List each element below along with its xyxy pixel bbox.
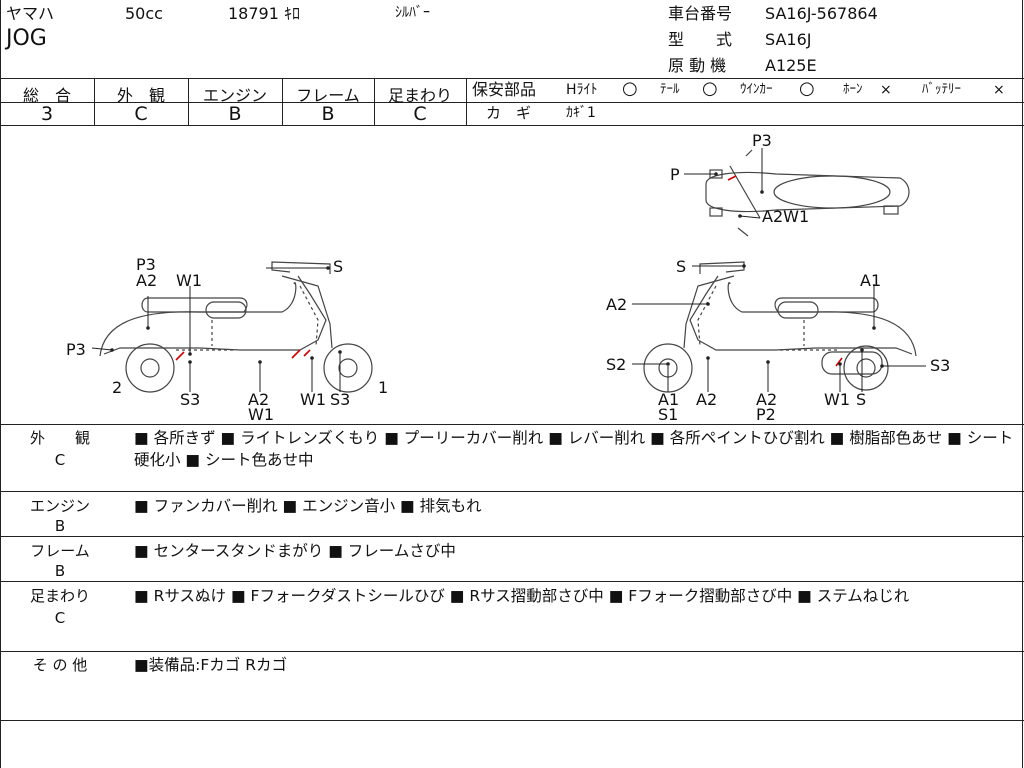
frame-no-label: 車台番号 [668,4,733,23]
safety-mark-battery: × [993,82,1005,98]
grade-value-frame: B [321,103,335,125]
safety-item-battery: ﾊﾞｯﾃﾘｰ [922,82,961,97]
maker: ヤマハ [6,4,55,23]
section-label: 足まわり [29,587,90,605]
divider [466,102,1024,103]
diagram-label: W1 [248,405,274,424]
divider [94,78,95,125]
section-grade: B [54,517,66,535]
diagram-label: S [676,257,686,276]
grade-label-suspension: 足まわり [387,86,452,105]
divider [466,78,467,125]
section-grade: C [54,451,66,469]
safety-mark-tail: ○ [702,78,718,99]
grade-label-exterior: 外 観 [116,86,165,105]
grade-value-exterior: C [134,103,148,125]
diagram-label: A2 [248,390,269,409]
divider [0,0,1,768]
safety-item-horn: ﾎｰﾝ [843,82,863,97]
diagram-label: W1 [176,271,202,290]
diagram-label: S1 [658,405,678,424]
damage-diagram: P3 A2 W1 S P3 2 S3 A2 W1 W1 S3 1 S A1 A2… [66,131,950,424]
grade-label-frame: フレーム [296,86,360,105]
safety-item-headlight: Hﾗｲﾄ [566,82,598,98]
engine-code: A125E [765,56,817,75]
divider [1022,0,1023,768]
safety-label: 保安部品 [472,80,537,99]
diagram-label: A2 [606,295,627,314]
diagram-label: A2 [696,390,717,409]
section-text: ■装備品:Fカゴ Rカゴ [134,656,287,674]
grade-label-overall: 総 合 [22,86,71,105]
diagram-label: 2 [112,378,122,397]
frame-no: SA16J-567864 [765,4,878,23]
diagram-label: P2 [756,405,776,424]
section-text: ■ ファンカバー削れ ■ エンジン音小 ■ 排気もれ [134,497,482,515]
diagram-label: P3 [752,131,772,150]
diagram-label: S3 [930,356,950,375]
divider [0,125,1024,126]
divider [0,536,1024,537]
diagram-label: S3 [180,390,200,409]
diagram-label: S3 [330,390,350,409]
safety-item-tail: ﾃｰﾙ [660,82,680,97]
section-text: ■ 各所きず ■ ライトレンズくもり ■ プーリーカバー削れ ■ レバー削れ ■… [134,429,1014,469]
displacement: 50cc [125,4,163,23]
divider [0,424,1024,425]
divider [282,78,283,125]
scooter-right-view-icon [643,261,917,393]
key-value: ｶｷﾞ1 [566,105,596,121]
diagram-label: A1 [860,271,881,290]
safety-item-winker: ｳｲﾝｶｰ [740,82,773,97]
section-grade: B [54,562,66,580]
damage-marks [175,175,843,367]
safety-mark-winker: ○ [799,78,815,99]
key-label: カ ギ [486,104,532,122]
section-label: フレーム [30,542,90,560]
diagram-label: P [670,165,680,184]
section-grade: C [54,609,66,627]
divider [0,720,1024,721]
diagram-label: A2W1 [762,207,809,226]
diagram-label: A1 [658,390,679,409]
mileage: 18791 ｷﾛ [228,4,300,23]
divider [0,491,1024,492]
divider [374,78,375,125]
section-text: ■ センタースタンドまがり ■ フレームさび中 [134,542,456,560]
diagram-label: A2 [136,271,157,290]
section-text: ■ Rサスぬけ ■ Fフォークダストシールひび ■ Rサス摺動部さび中 ■ Fフ… [134,587,910,605]
diagram-label: S [856,390,866,409]
divider [0,651,1024,652]
diagram-label: P3 [66,340,86,359]
section-label: そ の 他 [32,656,88,674]
diagram-label: S2 [606,355,626,374]
model-code: SA16J [765,30,812,49]
diagram-label: A2 [756,390,777,409]
color: ｼﾙﾊﾞｰ [395,5,430,21]
section-label: エンジン [29,497,90,515]
safety-mark-horn: × [880,82,892,98]
model-name: JOG [6,26,47,51]
safety-mark-headlight: ○ [622,78,638,99]
diagram-label: W1 [824,390,850,409]
grade-value-engine: B [228,103,242,125]
divider [0,581,1024,582]
model-label: 型 式 [668,30,733,49]
diagram-label: W1 [300,390,326,409]
grade-value-suspension: C [413,103,427,125]
diagram-label: 1 [378,378,388,397]
diagram-label: S [333,257,343,276]
section-label: 外 観 [29,429,90,447]
divider [0,78,1024,79]
grade-label-engine: エンジン [202,86,267,105]
scooter-left-view-icon [99,261,373,393]
divider [0,102,470,103]
grade-value-overall: 3 [40,103,54,125]
engine-label: 原 動 機 [668,56,727,75]
divider [188,78,189,125]
diagram-label: P3 [136,255,156,274]
scooter-top-view-icon [705,149,910,237]
